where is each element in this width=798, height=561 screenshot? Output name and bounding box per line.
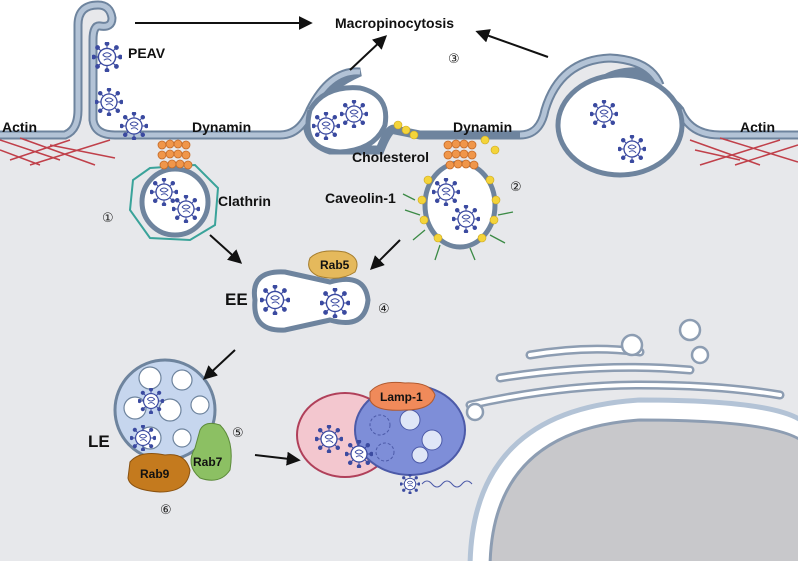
label-dynamin-right: Dynamin [453, 119, 512, 135]
label-peav: PEAV [128, 45, 166, 61]
step-1: ① [102, 211, 114, 226]
actin-left [0, 137, 116, 166]
label-actin-left: Actin [2, 119, 37, 135]
peav-virus [92, 42, 122, 72]
label-caveolin-1: Caveolin-1 [325, 190, 396, 206]
rab5-protein [308, 250, 358, 279]
step-6: ⑥ [160, 503, 172, 518]
rab7-protein [190, 422, 232, 481]
macropinosome-right [555, 72, 685, 178]
nucleus [465, 318, 798, 561]
label-cholesterol: Cholesterol [352, 149, 429, 165]
rab9-protein [127, 453, 191, 493]
label-ee: EE [225, 290, 248, 309]
label-rab9: Rab9 [140, 467, 170, 481]
label-dynamin-left: Dynamin [192, 119, 251, 135]
label-le: LE [88, 432, 110, 451]
macropinosome-left [305, 85, 389, 155]
pathway-arrows [135, 16, 549, 466]
dynamin-ring-right [443, 139, 479, 170]
endolysosome [296, 381, 473, 494]
dynamin-ring-left [157, 139, 193, 170]
step-5: ⑤ [232, 426, 244, 441]
label-actin-right: Actin [740, 119, 775, 135]
actin-right [689, 137, 798, 166]
label-clathrin: Clathrin [218, 193, 271, 209]
label-macropinocytosis: Macropinocytosis [335, 15, 454, 31]
cholesterol-beads [393, 120, 501, 243]
label-lamp-1: Lamp-1 [380, 390, 423, 404]
late-endosome [113, 358, 232, 493]
step-2: ② [510, 180, 522, 195]
lamp1-protein [369, 381, 436, 411]
label-rab7: Rab7 [193, 455, 223, 469]
label-rab5: Rab5 [320, 258, 350, 272]
step-3: ③ [448, 52, 460, 67]
step-4: ④ [378, 302, 390, 317]
early-endosome [251, 250, 371, 333]
caveolae [393, 120, 514, 261]
clathrin-coated-pit [128, 139, 220, 242]
